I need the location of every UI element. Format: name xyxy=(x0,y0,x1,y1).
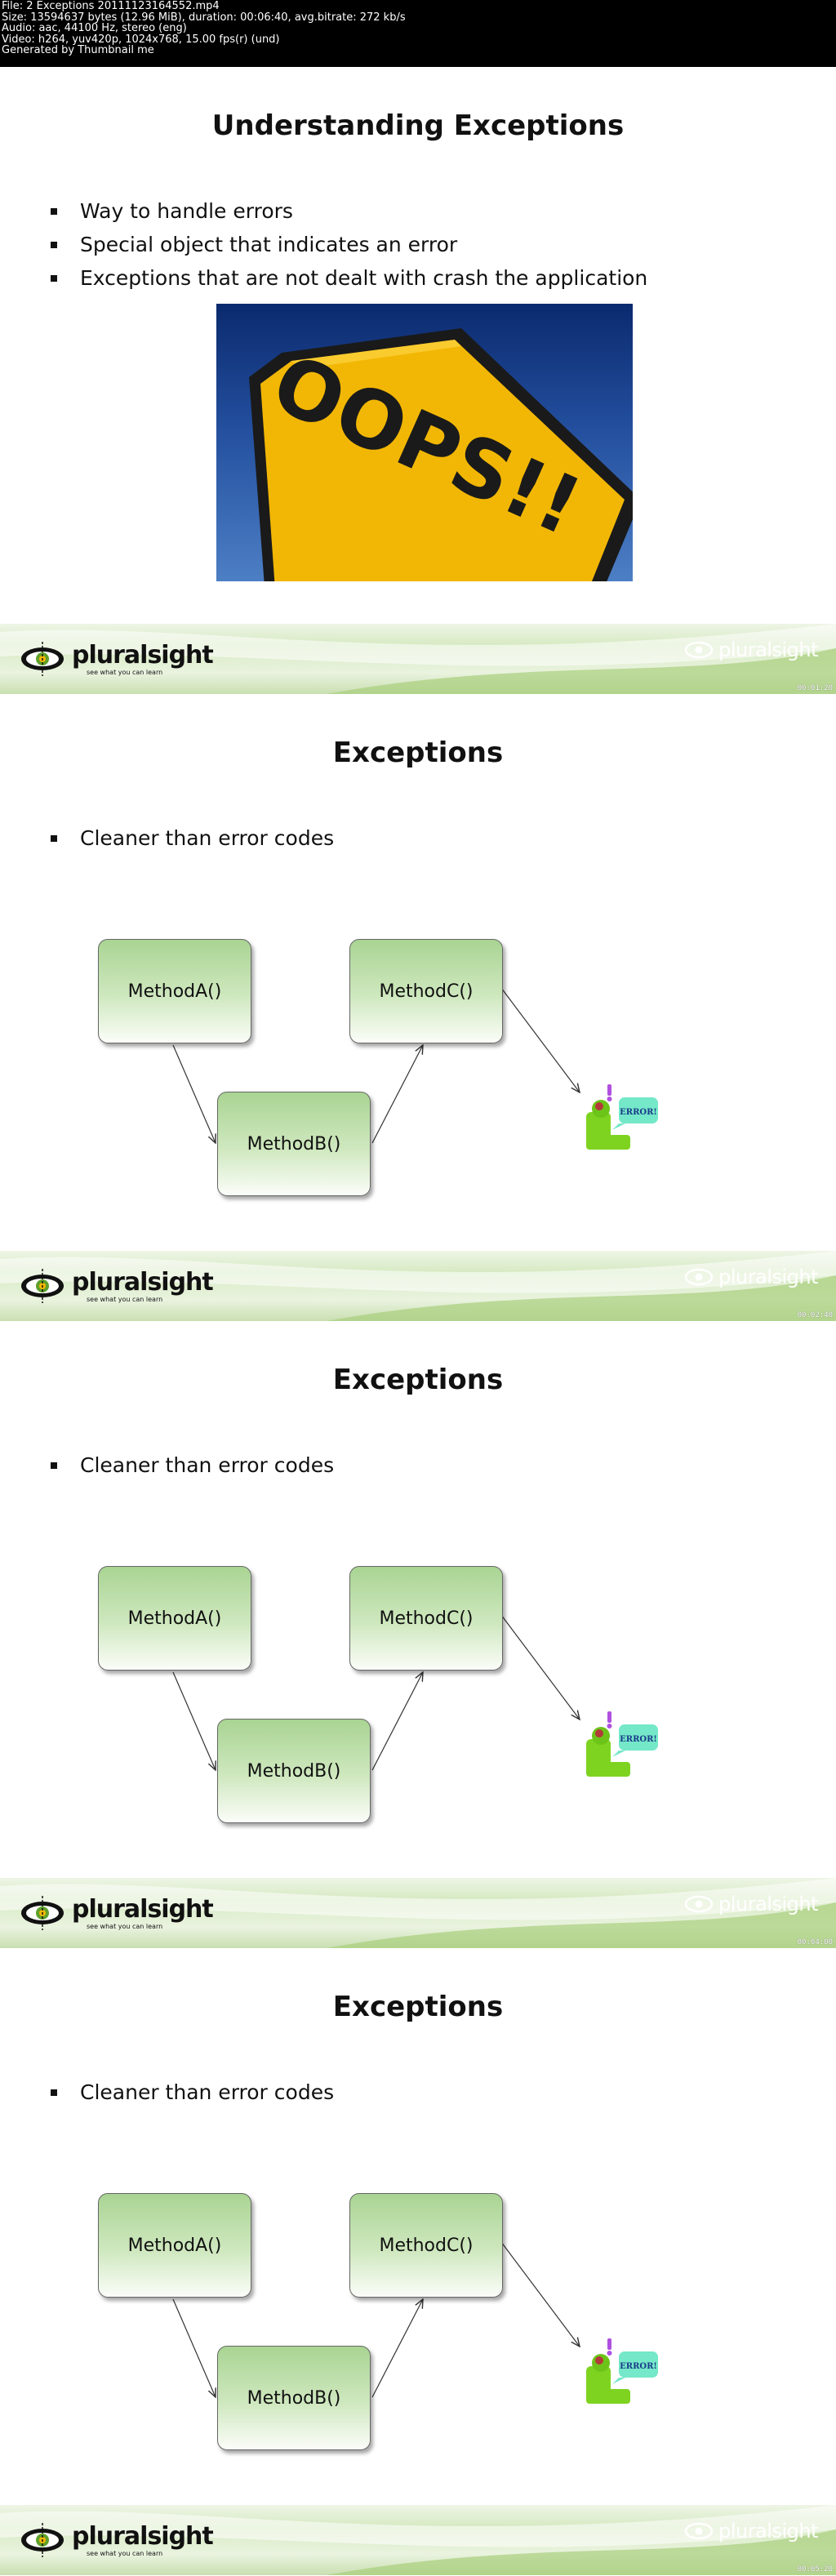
pluralsight-logo: pluralsight see what you can learn xyxy=(20,640,214,678)
slide-understanding-exceptions: Understanding Exceptions Way to handle e… xyxy=(0,67,836,694)
timestamp: 00:04:00 xyxy=(797,1938,833,1946)
eye-logo-icon xyxy=(684,2522,714,2540)
pluralsight-logo-right: pluralsight xyxy=(684,2520,818,2543)
bullet-list: Cleaner than error codes xyxy=(51,1448,334,1482)
video-info-line: Generated by Thumbnail me xyxy=(2,44,154,57)
brand-name: pluralsight xyxy=(718,1893,818,1915)
video-info-line: Size: 13594637 bytes (12.96 MiB), durati… xyxy=(2,11,406,24)
method-a-box: MethodA() xyxy=(98,1566,251,1671)
pluralsight-logo: pluralsight see what you can learn xyxy=(20,1894,214,1932)
method-b-box: MethodB() xyxy=(217,1719,371,1823)
timestamp: 00:05:20 xyxy=(797,2565,833,2574)
error-character-icon: ERROR! xyxy=(586,2338,658,2404)
bullet-list: Cleaner than error codes xyxy=(51,821,334,855)
method-a-box: MethodA() xyxy=(98,939,251,1043)
brand-tagline: see what you can learn xyxy=(87,1296,163,1303)
video-info-line: File: 2 Exceptions 20111123164552.mp4 xyxy=(2,0,220,12)
slide-title: Understanding Exceptions xyxy=(211,109,625,142)
slide-title: Exceptions xyxy=(332,1364,504,1396)
eye-logo-icon xyxy=(21,1269,64,1303)
method-c-box: MethodC() xyxy=(349,1566,503,1671)
bullet-list: Cleaner than error codes xyxy=(51,2075,334,2109)
bullet-item: Cleaner than error codes xyxy=(51,2075,334,2109)
method-a-box: MethodA() xyxy=(98,2193,251,2298)
oops-sign-graphic: OOPS!! xyxy=(249,328,633,581)
pluralsight-logo-right: pluralsight xyxy=(684,638,818,661)
brand-tagline: see what you can learn xyxy=(87,1923,163,1930)
call-flow-arrows xyxy=(172,2241,836,2575)
pluralsight-logo: pluralsight see what you can learn xyxy=(20,1267,214,1305)
bullet-list: Way to handle errors Special object that… xyxy=(51,194,647,295)
footer-wave xyxy=(0,624,836,694)
footer-wave xyxy=(0,1251,836,1321)
brand-name: pluralsight xyxy=(72,1895,214,1924)
timestamp: 00:01:20 xyxy=(797,684,833,692)
slide-exceptions: Exceptions Cleaner than error codes Meth… xyxy=(0,1321,836,1948)
error-label: ERROR! xyxy=(620,1108,657,1117)
error-character-icon: ERROR! xyxy=(586,1711,658,1777)
brand-tagline: see what you can learn xyxy=(87,669,163,676)
slide-title: Exceptions xyxy=(332,736,504,769)
pluralsight-footer: pluralsight see what you can learn plura… xyxy=(0,1251,836,1321)
video-info-line: Audio: aac, 44100 Hz, stereo (eng) xyxy=(2,22,187,35)
eye-logo-icon xyxy=(684,1268,714,1286)
pluralsight-footer: pluralsight see what you can learn plura… xyxy=(0,1878,836,1948)
error-character-icon: ERROR! xyxy=(586,1084,658,1150)
slide-exceptions: Exceptions Cleaner than error codes Meth… xyxy=(0,694,836,1321)
pluralsight-logo: pluralsight see what you can learn xyxy=(20,2521,214,2559)
brand-name: pluralsight xyxy=(718,1266,818,1288)
method-b-box: MethodB() xyxy=(217,2346,371,2450)
eye-logo-icon xyxy=(21,1896,64,1930)
method-c-box: MethodC() xyxy=(349,939,503,1043)
brand-tagline: see what you can learn xyxy=(87,2550,163,2557)
eye-logo-icon xyxy=(684,1895,714,1913)
slide-exceptions: Exceptions Cleaner than error codes Meth… xyxy=(0,1948,836,2575)
brand-name: pluralsight xyxy=(72,2522,214,2551)
pluralsight-footer: pluralsight see what you can learn plura… xyxy=(0,2505,836,2575)
pluralsight-footer: pluralsight see what you can learn plura… xyxy=(0,624,836,694)
method-c-box: MethodC() xyxy=(349,2193,503,2298)
footer-wave xyxy=(0,2505,836,2575)
eye-logo-icon xyxy=(21,642,64,676)
bullet-item: Cleaner than error codes xyxy=(51,1448,334,1482)
bullet-item: Exceptions that are not dealt with crash… xyxy=(51,261,647,295)
bullet-item: Cleaner than error codes xyxy=(51,821,334,855)
call-flow-arrows xyxy=(172,987,836,1321)
brand-name: pluralsight xyxy=(72,1268,214,1297)
timestamp: 00:02:40 xyxy=(797,1311,833,1319)
slide-title: Exceptions xyxy=(332,1991,504,2023)
eye-logo-icon xyxy=(21,2523,64,2557)
brand-name: pluralsight xyxy=(72,641,214,670)
video-info-line: Video: h264, yuv420p, 1024x768, 15.00 fp… xyxy=(2,33,280,46)
oops-sign-image: OOPS!! xyxy=(216,304,633,581)
pluralsight-logo-right: pluralsight xyxy=(684,1266,818,1288)
call-flow-arrows xyxy=(172,1614,836,1948)
eye-logo-icon xyxy=(684,641,714,659)
bullet-item: Special object that indicates an error xyxy=(51,228,647,261)
video-info-header: File: 2 Exceptions 20111123164552.mp4 Si… xyxy=(0,0,836,67)
brand-name: pluralsight xyxy=(718,2520,818,2543)
brand-name: pluralsight xyxy=(718,638,818,661)
pluralsight-logo-right: pluralsight xyxy=(684,1893,818,1915)
error-label: ERROR! xyxy=(620,2362,657,2371)
method-b-box: MethodB() xyxy=(217,1092,371,1196)
bullet-item: Way to handle errors xyxy=(51,194,647,228)
error-label: ERROR! xyxy=(620,1735,657,1744)
footer-wave xyxy=(0,1878,836,1948)
